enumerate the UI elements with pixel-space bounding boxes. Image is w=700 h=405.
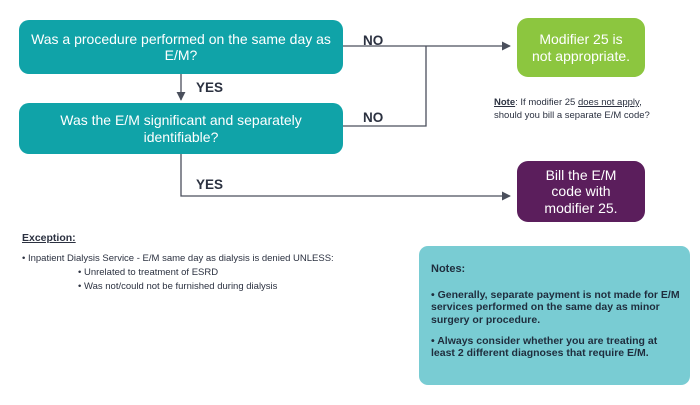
result-no-text: Modifier 25 is not appropriate.: [531, 31, 631, 64]
yes-arrow-2: [180, 154, 511, 201]
no-connector-2: [343, 46, 427, 127]
question-1-text: Was a procedure performed on the same da…: [31, 30, 331, 63]
side-note-label: Note: [494, 97, 516, 108]
exception-subitem-2: • Was not/could not be furnished during …: [78, 281, 278, 292]
question-2-box: Was the E/M significant and separately i…: [19, 103, 343, 154]
notes-item-2: • Always consider whether you are treati…: [431, 335, 658, 360]
no-label-2: NO: [363, 110, 384, 125]
exception-subitem-1: • Unrelated to treatment of ESRD: [78, 267, 219, 278]
question-1-box: Was a procedure performed on the same da…: [19, 20, 343, 74]
result-yes-box: Bill the E/M code with modifier 25.: [517, 161, 645, 222]
notes-item-1: • Generally, separate payment is not mad…: [431, 288, 680, 326]
yes-label-1: YES: [196, 80, 224, 95]
result-yes-text: Bill the E/M code with modifier 25.: [544, 167, 618, 216]
side-note-line2: should you bill a separate E/M code?: [494, 110, 650, 122]
no-label-1: NO: [363, 33, 384, 48]
notes-title: Notes:: [431, 263, 466, 275]
question-2-text: Was the E/M significant and separately i…: [60, 112, 302, 145]
side-note: Note: If modifier 25 does not apply, sho…: [494, 96, 694, 123]
result-no-box: Modifier 25 is not appropriate.: [517, 18, 645, 77]
notes-box: Notes: • Generally, separate payment is …: [419, 246, 690, 385]
exception-item: • Inpatient Dialysis Service - E/M same …: [22, 253, 334, 264]
exception-title: Exception:: [22, 232, 76, 244]
yes-label-2: YES: [196, 177, 224, 192]
